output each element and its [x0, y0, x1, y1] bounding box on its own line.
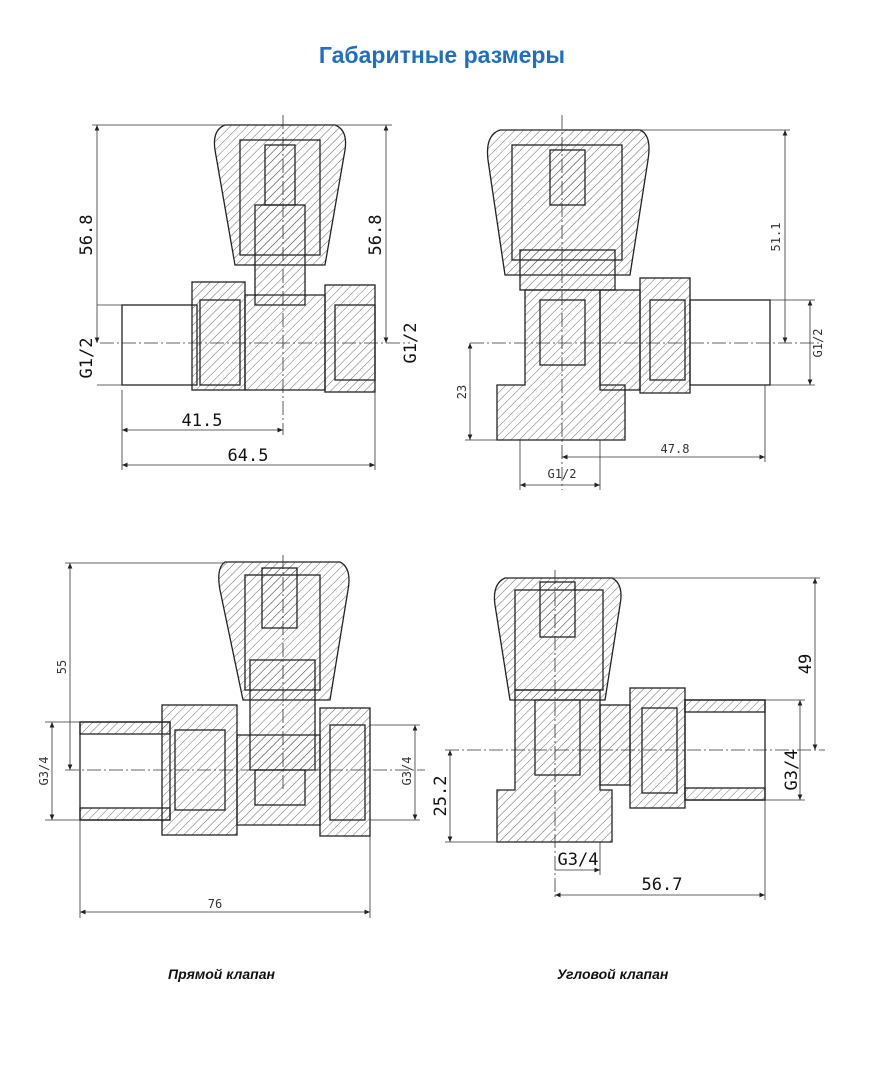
- dim-thread-left: G1/2: [77, 338, 97, 379]
- dim-bottom-height: 25.2: [431, 776, 451, 817]
- drawing-straight-valve-g12: 56.8 56.8 G1/2 G1/2 41.5 64.5: [77, 115, 421, 470]
- dim-height: 49: [796, 654, 816, 674]
- dim-thread-bottom: G1/2: [548, 467, 577, 481]
- drawing-angle-valve-g12: 51.1 G1/2 23 47.8 G1/2: [455, 115, 825, 490]
- caption-angle-valve: Угловой клапан: [557, 966, 669, 982]
- dim-height-left: 56.8: [77, 215, 97, 256]
- valve-handle: [493, 577, 622, 701]
- dim-height: 55: [55, 660, 69, 674]
- caption-straight-valve: Прямой клапан: [168, 966, 275, 982]
- page-title: Габаритные размеры: [318, 42, 566, 68]
- dim-height: 51.1: [769, 223, 783, 252]
- dim-thread-side: G1/2: [811, 329, 825, 358]
- dim-thread-right: G1/2: [401, 323, 421, 364]
- dim-thread-bottom: G3/4: [558, 850, 599, 870]
- drawing-angle-valve-g34: 49 G3/4 25.2 G3/4 56.7: [431, 570, 825, 900]
- drawing-straight-valve-g34: 55 G3/4 G3/4 76: [37, 555, 425, 918]
- dim-length-short: 41.5: [182, 411, 223, 431]
- dim-bottom-height: 23: [455, 385, 469, 399]
- dim-length-total: 76: [208, 897, 222, 911]
- dim-height-right: 56.8: [366, 215, 386, 256]
- dim-length: 56.7: [642, 875, 683, 895]
- dim-thread-left: G3/4: [37, 757, 51, 786]
- dim-thread-right: G3/4: [400, 757, 414, 786]
- dim-length-total: 64.5: [228, 446, 269, 466]
- dim-length: 47.8: [661, 442, 690, 456]
- dim-thread-side: G3/4: [782, 750, 802, 791]
